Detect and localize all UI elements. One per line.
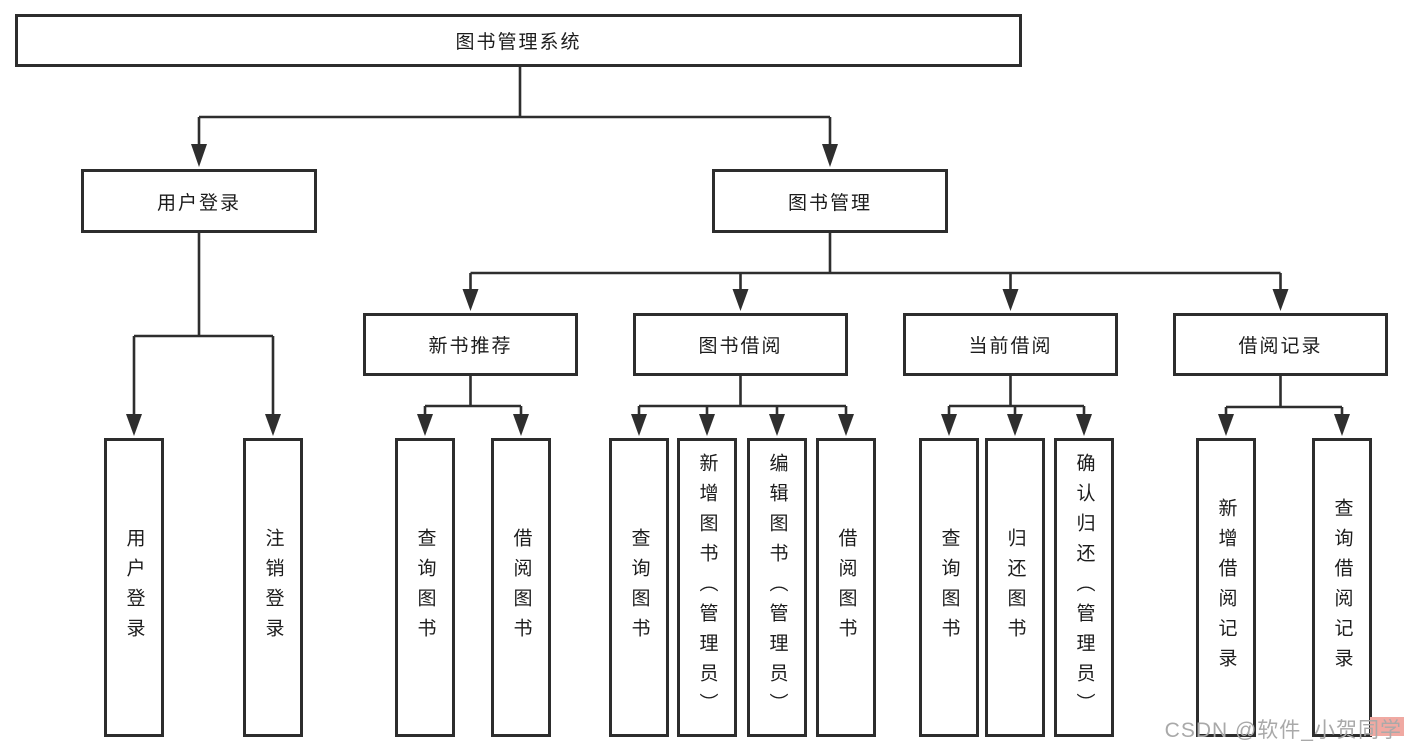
arrow-down-icon [1002, 289, 1019, 311]
leaf-add-borrow-record: 新增借阅记录 [1196, 438, 1256, 737]
arrow-down-icon [822, 144, 838, 167]
leaf-return-book: 归还图书 [985, 438, 1045, 737]
leaf-query-book-recommend: 查询图书 [395, 438, 455, 737]
arrow-down-icon [191, 144, 207, 167]
leaf-confirm-return-admin-label: 确认归还（管理员） [1073, 452, 1095, 723]
arrow-down-icon [732, 289, 749, 311]
leaf-edit-book-admin: 编辑图书（管理员） [747, 438, 807, 737]
arrow-down-icon [941, 414, 957, 436]
watermark-text: CSDN @软件_小贺同学 [1164, 719, 1402, 742]
arrow-down-icon [126, 414, 142, 436]
connector-current-borrow [947, 376, 1086, 420]
arrow-down-icon [417, 414, 433, 436]
leaf-return-book-label: 归还图书 [1004, 527, 1026, 648]
watermark-highlight [1370, 717, 1404, 736]
leaf-confirm-return-admin: 确认归还（管理员） [1054, 438, 1114, 737]
arrow-down-icon [769, 414, 785, 436]
arrow-down-icon [462, 289, 479, 311]
node-current-borrow-label: 当前借阅 [968, 336, 1053, 357]
connector-root [197, 67, 832, 150]
connector-book-borrow [637, 376, 848, 420]
node-user-login-label: 用户登录 [156, 192, 241, 214]
arrow-down-icon [1272, 289, 1289, 311]
node-new-book-recommend: 新书推荐 [363, 313, 578, 376]
node-book-borrow-label: 图书借阅 [698, 336, 783, 357]
node-book-management: 图书管理 [712, 169, 948, 233]
arrow-down-icon [838, 414, 854, 436]
arrow-down-icon [265, 414, 281, 436]
arrow-down-icon [1334, 414, 1350, 436]
leaf-query-book-borrow-label: 查询图书 [628, 527, 650, 648]
node-library-system-label: 图书管理系统 [455, 32, 582, 53]
node-borrow-records-label: 借阅记录 [1238, 336, 1323, 357]
arrow-down-icon [1007, 414, 1023, 436]
leaf-add-borrow-record-label: 新增借阅记录 [1215, 497, 1237, 678]
leaf-edit-book-admin-label: 编辑图书（管理员） [766, 452, 788, 723]
leaf-borrow-book-recommend: 借阅图书 [491, 438, 551, 737]
node-borrow-records: 借阅记录 [1173, 313, 1388, 376]
connector-book-management [469, 233, 1282, 295]
leaf-query-book-current-label: 查询图书 [938, 527, 960, 648]
leaf-borrow-book-label: 借阅图书 [835, 527, 857, 648]
node-book-management-label: 图书管理 [787, 192, 872, 214]
arrow-down-icon [1218, 414, 1234, 436]
leaf-query-borrow-record: 查询借阅记录 [1312, 438, 1372, 737]
connector-borrow-records [1224, 376, 1344, 420]
node-current-borrow: 当前借阅 [903, 313, 1118, 376]
leaf-logout: 注销登录 [243, 438, 303, 737]
leaf-logout-label: 注销登录 [262, 527, 284, 648]
arrow-down-icon [631, 414, 647, 436]
leaf-query-borrow-record-label: 查询借阅记录 [1331, 497, 1353, 678]
leaf-add-book-admin: 新增图书（管理员） [677, 438, 737, 737]
node-new-book-recommend-label: 新书推荐 [428, 336, 513, 357]
node-user-login: 用户登录 [81, 169, 317, 233]
watermark: CSDN @软件_小贺同学 [1165, 714, 1402, 744]
arrow-down-icon [513, 414, 529, 436]
connector-user-login [132, 233, 275, 420]
arrow-down-icon [1076, 414, 1092, 436]
node-book-borrow: 图书借阅 [633, 313, 848, 376]
leaf-query-book-borrow: 查询图书 [609, 438, 669, 737]
leaf-borrow-book-recommend-label: 借阅图书 [510, 527, 532, 648]
node-library-system: 图书管理系统 [15, 14, 1022, 67]
connector-new-book-recommend [423, 376, 523, 420]
leaf-add-book-admin-label: 新增图书（管理员） [696, 452, 718, 723]
leaf-borrow-book: 借阅图书 [816, 438, 876, 737]
arrow-down-icon [699, 414, 715, 436]
leaf-user-login: 用户登录 [104, 438, 164, 737]
leaf-query-book-current: 查询图书 [919, 438, 979, 737]
leaf-user-login-label: 用户登录 [123, 527, 145, 648]
leaf-query-book-recommend-label: 查询图书 [414, 527, 436, 648]
